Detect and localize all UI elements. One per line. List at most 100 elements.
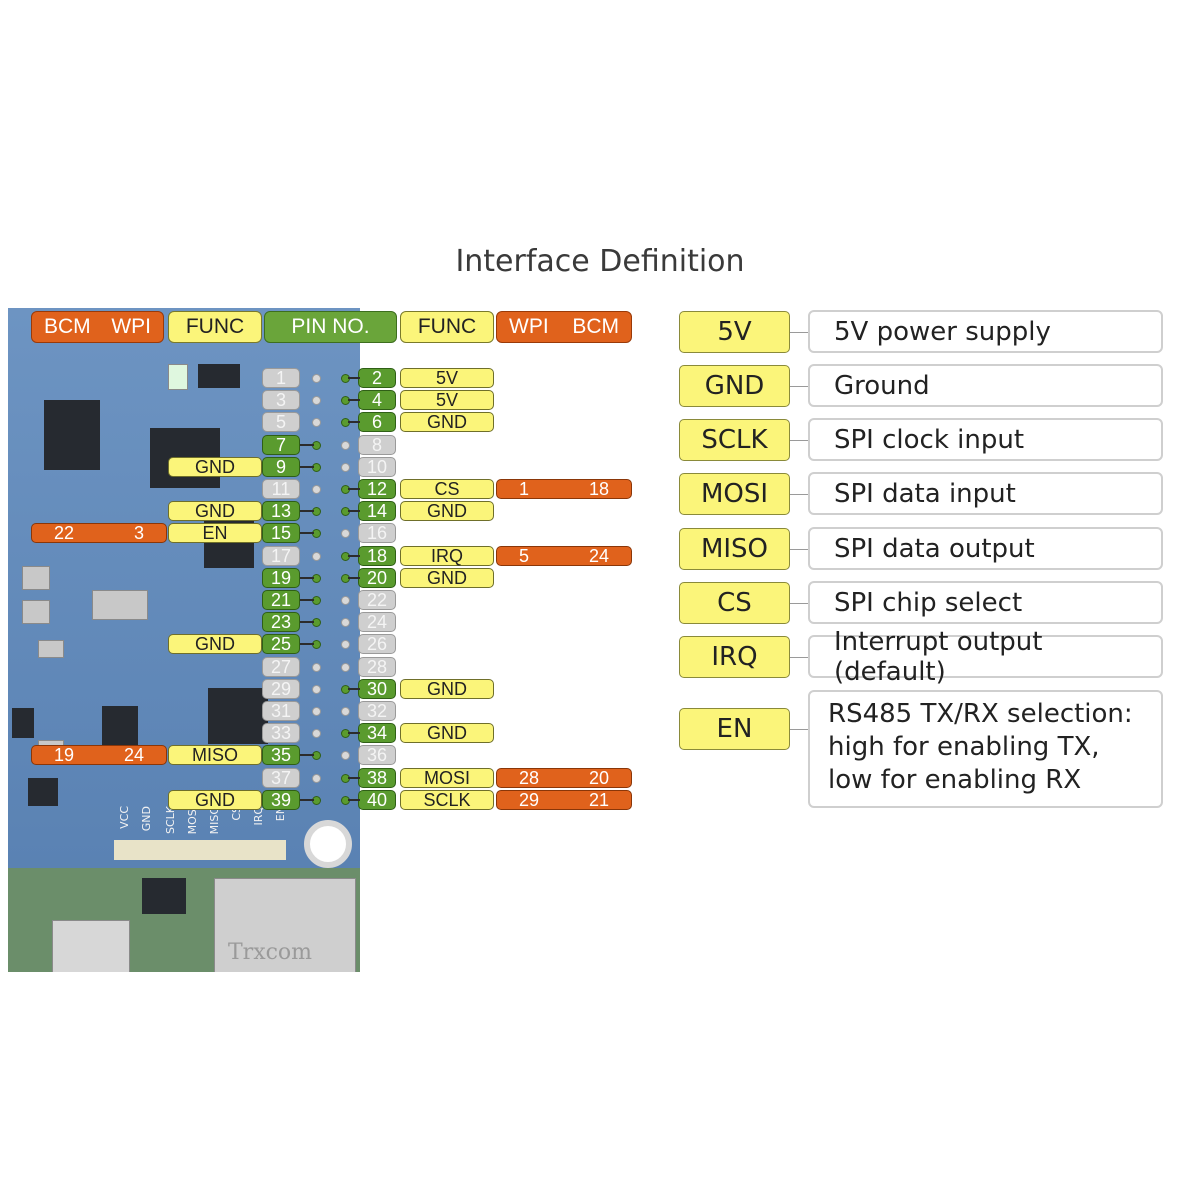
pin-dot [312, 685, 321, 694]
pin-label-30: 30 [358, 679, 396, 699]
wpi-number: 29 [519, 790, 540, 810]
pin-dot [312, 707, 321, 716]
bcm-number: 24 [588, 546, 609, 566]
func-label-39: GND [168, 790, 262, 810]
connector-line [348, 488, 360, 490]
bcm-number: 22 [54, 523, 75, 543]
connector-line [300, 466, 314, 468]
bcm-number: 20 [588, 768, 609, 788]
legend-key-gnd: GND [679, 365, 790, 407]
pin-dot [312, 374, 321, 383]
pin-dot [341, 596, 350, 605]
pin-dot [341, 618, 350, 627]
legend-key-irq: IRQ [679, 636, 790, 678]
func-label-38: MOSI [400, 768, 494, 788]
legend-key-en: EN [679, 708, 790, 750]
pin-label-24: 24 [358, 612, 396, 632]
rs485-hat-pcb [8, 308, 360, 868]
silkscreen-label: GND [140, 806, 153, 832]
pin-dot [312, 418, 321, 427]
terminal-header [114, 840, 286, 860]
func-label-14: GND [400, 501, 494, 521]
legend-connector [790, 440, 808, 441]
pin-label-21: 21 [262, 590, 300, 610]
legend-connector [790, 549, 808, 550]
func-label-35: MISO [168, 745, 262, 765]
pin-label-28: 28 [358, 657, 396, 677]
pin-label-33: 33 [262, 723, 300, 743]
board-chip [142, 878, 186, 914]
legend-connector [790, 332, 808, 333]
func-label-2: 5V [400, 368, 494, 388]
pin-dot [341, 707, 350, 716]
pin-label-14: 14 [358, 501, 396, 521]
connector-line [300, 754, 314, 756]
legend-desc-sclk: SPI clock input [808, 418, 1163, 461]
connector-line [348, 555, 360, 557]
func-label-13: GND [168, 501, 262, 521]
pin-label-34: 34 [358, 723, 396, 743]
board-chip [208, 688, 268, 744]
pin-label-8: 8 [358, 435, 396, 455]
wpi-number: 5 [519, 546, 530, 566]
pin-dot [312, 774, 321, 783]
pin-dot [341, 441, 350, 450]
legend-key-sclk: SCLK [679, 419, 790, 461]
header-bcm-wpi-left: BCM WPI [31, 311, 164, 343]
pin-label-40: 40 [358, 790, 396, 810]
pin-label-29: 29 [262, 679, 300, 699]
header-wpi-label: WPI [509, 315, 549, 338]
connector-line [348, 510, 360, 512]
pin-dot [341, 463, 350, 472]
pin-dot [312, 663, 321, 672]
connector-line [300, 510, 314, 512]
func-label-12: CS [400, 479, 494, 499]
header-wpi-label: WPI [111, 315, 151, 338]
board-pad [38, 640, 64, 658]
pin-label-4: 4 [358, 390, 396, 410]
pin-label-5: 5 [262, 412, 300, 432]
func-label-30: GND [400, 679, 494, 699]
board-chip [198, 364, 240, 388]
pin-label-19: 19 [262, 568, 300, 588]
connector-line [348, 399, 360, 401]
bcm-number: 18 [588, 479, 609, 499]
legend-connector [790, 603, 808, 604]
wpi-bcm-label-18: 5 24 [496, 546, 632, 566]
board-led [168, 364, 188, 390]
legend-connector [790, 494, 808, 495]
func-label-25: GND [168, 634, 262, 654]
board-chip [44, 400, 100, 470]
pin-dot [312, 729, 321, 738]
pin-label-26: 26 [358, 634, 396, 654]
legend-key-miso: MISO [679, 528, 790, 570]
pin-label-12: 12 [358, 479, 396, 499]
pin-dot [312, 396, 321, 405]
legend-connector [790, 729, 808, 730]
func-label-20: GND [400, 568, 494, 588]
pin-label-27: 27 [262, 657, 300, 677]
header-wpi-bcm-right: WPI BCM [496, 311, 632, 343]
pin-label-3: 3 [262, 390, 300, 410]
ethernet-port [214, 878, 356, 972]
wpi-number: 1 [519, 479, 530, 499]
pin-label-35: 35 [262, 745, 300, 765]
legend-key-cs: CS [679, 582, 790, 624]
pin-label-32: 32 [358, 701, 396, 721]
pin-label-20: 20 [358, 568, 396, 588]
bcm-number: 19 [54, 745, 75, 765]
connector-line [300, 444, 314, 446]
pin-dot [341, 529, 350, 538]
wpi-number: 24 [123, 745, 144, 765]
connector-line [348, 799, 360, 801]
pin-label-16: 16 [358, 523, 396, 543]
func-label-15: EN [168, 523, 262, 543]
board-pad [22, 600, 50, 624]
pin-label-31: 31 [262, 701, 300, 721]
legend-desc-5v: 5V power supply [808, 310, 1163, 353]
connector-line [300, 621, 314, 623]
header-func-left: FUNC [168, 311, 262, 343]
header-bcm-label: BCM [44, 315, 91, 338]
